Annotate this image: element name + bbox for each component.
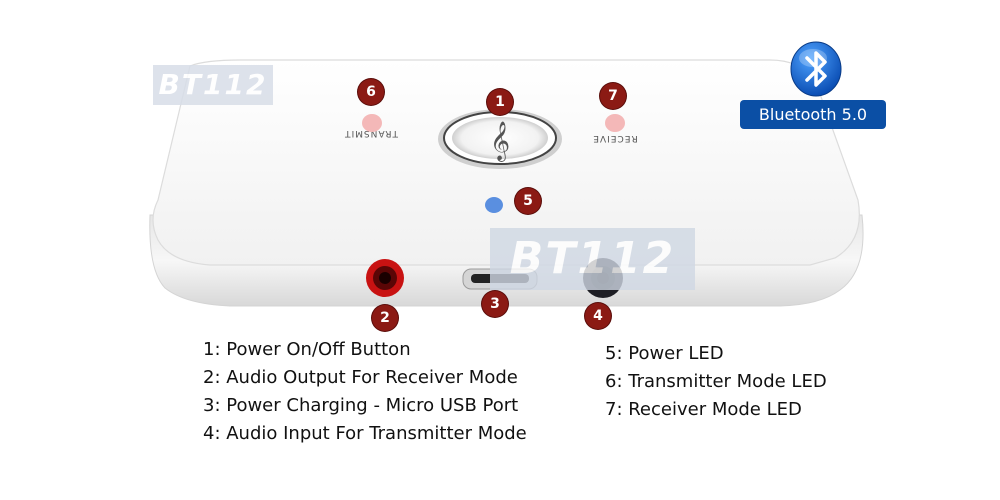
- audio-output-jack: [366, 259, 404, 297]
- badge-5: 5: [515, 188, 541, 214]
- legend-item-3: 3: Power Charging - Micro USB Port: [203, 395, 519, 416]
- transmitter-mode-led: [362, 114, 382, 132]
- legend-left: 1: Power On/Off Button 2: Audio Output F…: [203, 336, 603, 448]
- badge-2: 2: [372, 305, 398, 331]
- receive-label: RECEIVE: [592, 133, 638, 143]
- bluetooth-version-label: Bluetooth 5.0: [740, 100, 886, 129]
- legend-item-4: 4: Audio Input For Transmitter Mode: [203, 423, 527, 444]
- power-led: [485, 197, 503, 213]
- legend-item-7: 7: Receiver Mode LED: [605, 399, 802, 420]
- watermark-small: BT112: [153, 65, 273, 105]
- svg-text:𝄞: 𝄞: [490, 121, 510, 162]
- badge-6: 6: [358, 79, 384, 105]
- badge-1: 1: [487, 89, 513, 115]
- receiver-mode-led: [605, 114, 625, 132]
- legend-item-6: 6: Transmitter Mode LED: [605, 371, 827, 392]
- badge-7: 7: [600, 83, 626, 109]
- legend-right: 5: Power LED 6: Transmitter Mode LED 7: …: [605, 340, 905, 424]
- watermark-large: BT112: [490, 228, 695, 290]
- legend-item-1: 1: Power On/Off Button: [203, 339, 411, 360]
- power-button: 𝄞: [438, 109, 562, 169]
- legend-item-5: 5: Power LED: [605, 343, 724, 364]
- badge-3: 3: [482, 291, 508, 317]
- badge-4: 4: [585, 303, 611, 329]
- legend-item-2: 2: Audio Output For Receiver Mode: [203, 367, 518, 388]
- bluetooth-icon: [790, 41, 842, 97]
